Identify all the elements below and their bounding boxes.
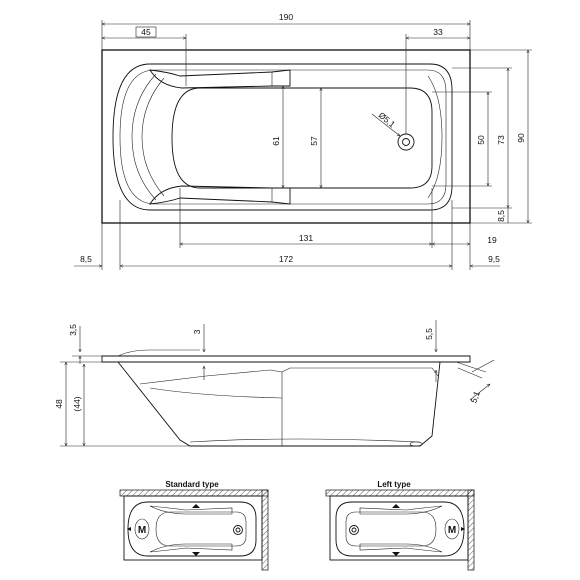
- dim-bottom-length: 172: [279, 254, 293, 264]
- dim-overall-length: 190: [279, 12, 293, 22]
- tub-rim-top: [112, 63, 453, 211]
- dim-height-48: 48: [54, 399, 64, 409]
- dim-height-44: (44): [72, 396, 82, 411]
- dim-top-35: 3,5: [68, 324, 78, 336]
- label-standard-type: Standard type: [165, 480, 219, 489]
- dim-right-95: 9,5: [488, 254, 500, 264]
- dim-rim-3: 3: [192, 329, 202, 334]
- rim-side: [101, 355, 471, 363]
- dim-drain-diameter: Ø5,1: [377, 110, 398, 130]
- dim-width-50: 50: [476, 135, 486, 145]
- dim-inner-width-a: 61: [271, 136, 281, 146]
- dim-end-19: 19: [487, 235, 497, 245]
- motor-mark-left: M: [448, 525, 456, 536]
- side-view: 3,5 48 (44) 3 5,5 5,1: [54, 320, 495, 447]
- drain-inner: [402, 138, 410, 146]
- dim-overall-width: 90: [516, 133, 526, 143]
- dim-drain-offset: 33: [433, 27, 443, 37]
- tub-outline-top: [101, 49, 471, 224]
- armrest-lower: [149, 185, 291, 205]
- dim-rim-55: 5,5: [424, 328, 434, 340]
- dim-headrest: 45: [141, 27, 151, 37]
- variant-standard: Standard type M: [119, 480, 269, 571]
- top-view: 190 45 33 61 57 Ø5,1 50 73 90: [74, 12, 532, 270]
- tub-basin-top: [171, 87, 433, 189]
- tub-body-side: [117, 361, 441, 447]
- dim-left-85: 8,5: [80, 254, 92, 264]
- variant-left: Left type M: [325, 480, 475, 571]
- drain-outer: [397, 133, 415, 151]
- dim-slope-51: 5,1: [468, 389, 482, 404]
- dim-inner-width-b: 57: [309, 136, 319, 146]
- motor-mark-standard: M: [138, 525, 146, 536]
- dim-edge-85: 8,5: [496, 210, 506, 222]
- dim-inner-length: 131: [299, 233, 313, 243]
- armrest-upper: [149, 69, 291, 89]
- label-left-type: Left type: [377, 480, 411, 489]
- dim-width-73: 73: [496, 135, 506, 145]
